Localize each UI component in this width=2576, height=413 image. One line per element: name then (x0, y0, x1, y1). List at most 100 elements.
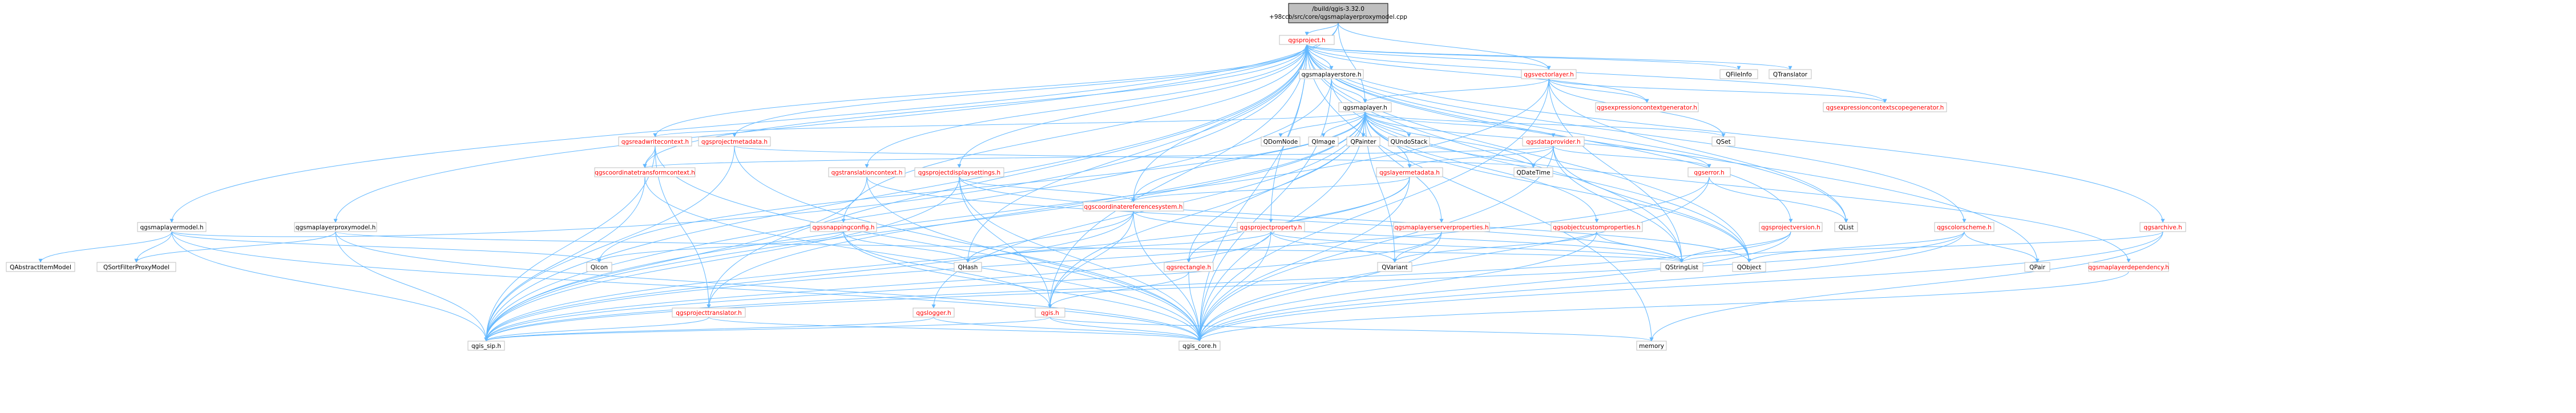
node-label[interactable]: qgscoordinatetransformcontext.h (595, 169, 695, 176)
node-qsortfilterproxymodel[interactable]: QSortFilterProxyModel (96, 262, 176, 272)
node-label[interactable]: qgsmaplayerserverproperties.h (1394, 224, 1488, 231)
node-label[interactable]: qgsarchive.h (2143, 224, 2182, 231)
node-qgssnappingconfig-h[interactable]: qgssnappingconfig.h (810, 222, 877, 232)
node-qgsmaplayerproxymodel-h[interactable]: qgsmaplayerproxymodel.h (294, 222, 377, 232)
node-qgsreadwritecontext-h[interactable]: qgsreadwritecontext.h (618, 136, 692, 147)
node-label[interactable]: qgsobjectcustomproperties.h (1553, 224, 1640, 231)
node-qpainter[interactable]: QPainter (1346, 136, 1380, 147)
edge-qgsproject_h-to-qgsprojectmetadata_h (732, 44, 1307, 137)
node-qfileinfo[interactable]: QFileInfo (1719, 69, 1758, 79)
node-qgsprojectversion-h[interactable]: qgsprojectversion.h (1759, 222, 1823, 232)
node-qgsmaplayerserverproperties-h[interactable]: qgsmaplayerserverproperties.h (1393, 222, 1490, 232)
node-box (1377, 262, 1412, 272)
node-label[interactable]: qgsdataprovider.h (1526, 139, 1580, 145)
node-label[interactable]: qgsvectorlayer.h (1524, 71, 1573, 78)
node-qgsdataprovider-h[interactable]: qgsdataprovider.h (1522, 136, 1585, 147)
node-label[interactable]: qgsproject.h (1288, 37, 1325, 44)
node-label[interactable]: qgsexpressioncontextscopegenerator.h (1826, 104, 1944, 111)
edge-qgsarchive_h-to-memory (1649, 231, 2163, 342)
edge-qgsmaplayermodel_h-to-qicon (171, 231, 601, 263)
node-qgsprojectdisplaysettings-h[interactable]: qgsprojectdisplaysettings.h (914, 167, 1004, 177)
node-qgsmaplayer-h[interactable]: qgsmaplayer.h (1338, 102, 1392, 112)
node-qset[interactable]: QSet (1711, 136, 1735, 147)
node-label[interactable]: qgslogger.h (916, 310, 951, 317)
node-qdatetime[interactable]: QDateTime (1513, 167, 1553, 177)
node-label[interactable]: qgstranslationcontext.h (831, 169, 903, 176)
edge-qgsprojectmetadata_h-to-qgis_core_h (734, 145, 1202, 342)
node-qicon[interactable]: QIcon (586, 262, 612, 272)
node-label[interactable]: qgsprojectdisplaysettings.h (918, 169, 1000, 176)
node-qgsrectangle-h[interactable]: qgsrectangle.h (1164, 262, 1214, 272)
node-qgslayermetadata-h[interactable]: qgslayermetadata.h (1376, 167, 1443, 177)
edge-qgsmaplayerserverproperties_h-to-qgis_sip_h (484, 231, 1442, 342)
edge-qgslayermetadata_h-to-qgis_core_h (1197, 176, 1410, 342)
node-qgsprojectmetadata-h[interactable]: qgsprojectmetadata.h (698, 136, 771, 147)
node-qgscoordinatetransformcontext-h[interactable]: qgscoordinatetransformcontext.h (594, 167, 696, 177)
node-label[interactable]: qgsprojectversion.h (1761, 224, 1820, 231)
node-label: QObject (1737, 264, 1761, 271)
node-qgis-h[interactable]: qgis.h (1035, 307, 1065, 318)
node-qvariant[interactable]: QVariant (1377, 262, 1412, 272)
node-label[interactable]: qgsprojecttranslator.h (676, 310, 741, 317)
node-qobject[interactable]: QObject (1732, 262, 1766, 272)
node-label[interactable]: qgsprojectproperty.h (1240, 224, 1302, 231)
edge-qgsproject_h-to-qgscoordinatereferencesystem_h (1131, 44, 1307, 203)
node-qgsobjectcustomproperties-h[interactable]: qgsobjectcustomproperties.h (1551, 222, 1643, 232)
edge-qgsmaplayermodel_h-to-qsortfilterproxymodel (134, 231, 172, 263)
node-box (1687, 167, 1731, 177)
node-qgis-sip-h[interactable]: qgis_sip.h (467, 341, 505, 351)
edge-qgsrectangle_h-to-qgis_core_h (1188, 271, 1202, 342)
root-title-line2: +98ccb/src/core/qgsmaplayerproxymodel.cp… (1269, 14, 1407, 21)
node-qgslogger-h[interactable]: qgslogger.h (912, 307, 955, 318)
node-qtranslator[interactable]: QTranslator (1769, 69, 1812, 79)
node-label[interactable]: qgis.h (1041, 310, 1059, 317)
node-qgsmaplayermodel-h[interactable]: qgsmaplayermodel.h (137, 222, 207, 232)
node-qgscoordinatereferencesystem-h[interactable]: qgscoordinatereferencesystem.h (1083, 201, 1184, 212)
node-label[interactable]: qgssnappingconfig.h (812, 224, 874, 231)
node-box (1279, 35, 1335, 45)
edge-qgslogger_h-to-qgis_sip_h (484, 317, 934, 342)
edge-qgsmaplayer_h-to-qgsprojecttranslator_h (706, 111, 1366, 309)
edge-qgscolorscheme_h-to-qpair (1964, 231, 2040, 263)
edge-qgsproject_h-to-qobject (1306, 44, 1751, 263)
node-qgsvectorlayer-h[interactable]: qgsvectorlayer.h (1521, 69, 1577, 79)
node-box (828, 167, 906, 177)
edge-qgsdataprovider_h-to-qgscoordinatetransformcontext_h (643, 145, 1554, 168)
node-qlist[interactable]: QList (1834, 222, 1858, 232)
node-qgsprojecttranslator-h[interactable]: qgsprojecttranslator.h (672, 307, 746, 318)
node-qgis-core-h[interactable]: qgis_core.h (1178, 341, 1221, 351)
node-label[interactable]: qgsexpressioncontextgenerator.h (1597, 104, 1697, 111)
node-qgscolorscheme-h[interactable]: qgscolorscheme.h (1934, 222, 1994, 232)
node-label[interactable]: qgslayermetadata.h (1379, 169, 1440, 176)
node-qgsmaplayerdependency-h[interactable]: qgsmaplayerdependency.h (2088, 262, 2169, 272)
node-label[interactable]: qgsmaplayerdependency.h (2088, 264, 2169, 271)
node-label[interactable]: qgsprojectmetadata.h (701, 139, 768, 145)
node-label: qgsmaplayer.h (1343, 104, 1387, 111)
node-qgsproject-h[interactable]: qgsproject.h (1279, 35, 1335, 45)
node-qdomnode[interactable]: QDomNode (1261, 136, 1301, 147)
node-qhash[interactable]: QHash (954, 262, 982, 272)
node-label[interactable]: qgsreadwritecontext.h (621, 139, 689, 145)
edge-qgsproject_h-to-qgscoordinatetransformcontext_h (643, 44, 1307, 168)
node-qgsexpressioncontextscopegenerator-h[interactable]: qgsexpressioncontextscopegenerator.h (1823, 102, 1947, 112)
node-label[interactable]: qgscoordinatereferencesystem.h (1084, 204, 1183, 210)
node-qgsmaplayerstore-h[interactable]: qgsmaplayerstore.h (1299, 69, 1364, 79)
edge-qgsprojectmetadata_h-to-qdatetime (734, 145, 1536, 168)
edge-qgsmaplayer_h-to-qgscoordinatereferencesystem_h (1131, 111, 1366, 203)
node-qgstranslationcontext-h[interactable]: qgstranslationcontext.h (828, 167, 906, 177)
node-qgsexpressioncontextgenerator-h[interactable]: qgsexpressioncontextgenerator.h (1595, 102, 1699, 112)
node-label[interactable]: qgserror.h (1694, 169, 1724, 176)
node-label[interactable]: qgsrectangle.h (1166, 264, 1211, 271)
node-qabstractitemmodel[interactable]: QAbstractItemModel (6, 262, 75, 272)
node-qgsarchive-h[interactable]: qgsarchive.h (2139, 222, 2186, 232)
node-label[interactable]: qgscolorscheme.h (1937, 224, 1992, 231)
node-qgserror-h[interactable]: qgserror.h (1687, 167, 1731, 177)
node-memory[interactable]: memory (1636, 341, 1667, 351)
edge-qgssnappingconfig_h-to-qicon (597, 231, 844, 263)
node-qundostack[interactable]: QUndoStack (1388, 136, 1430, 147)
node-qpair[interactable]: QPair (2024, 262, 2050, 272)
node-qstringlist[interactable]: QStringList (1660, 262, 1703, 272)
node-qgsprojectproperty-h[interactable]: qgsprojectproperty.h (1237, 222, 1305, 232)
node-qimage[interactable]: QImage (1308, 136, 1339, 147)
